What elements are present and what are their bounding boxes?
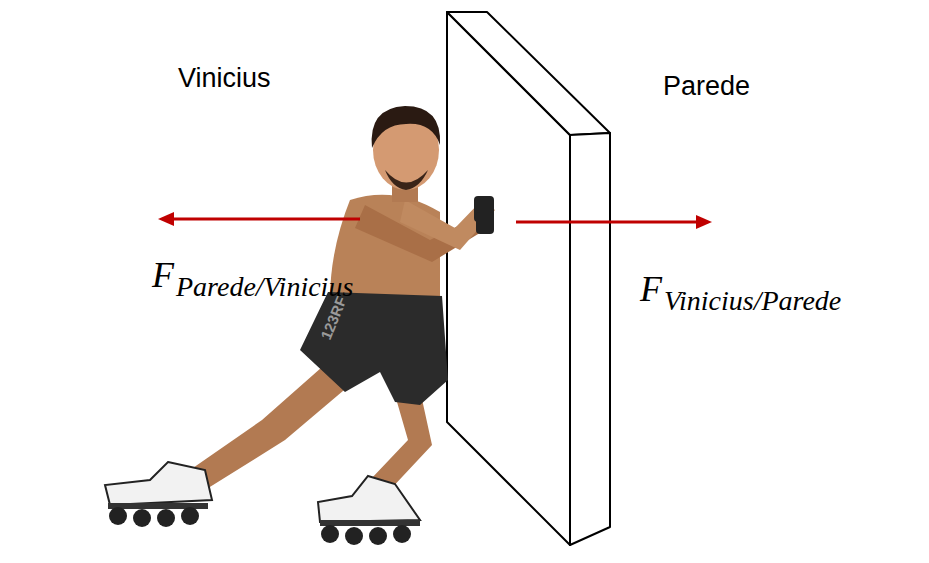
back-leg [190, 360, 350, 490]
wall-top [447, 12, 610, 135]
wheel [109, 507, 127, 525]
beard [385, 170, 428, 190]
back-skate [105, 462, 212, 527]
wheel [181, 507, 199, 525]
wall-name: Parede [663, 72, 750, 102]
arrowhead [158, 212, 174, 226]
front-leg [370, 390, 432, 492]
force-symbol: F [640, 270, 662, 310]
skate-boot [318, 476, 420, 522]
force-arrow-line [516, 221, 698, 224]
skate-frame [320, 520, 420, 526]
force-symbol: F [152, 256, 174, 296]
wheel [321, 525, 339, 543]
hair [372, 106, 440, 148]
arrowhead [696, 215, 712, 229]
wheel [133, 509, 151, 527]
front-skate [318, 476, 420, 545]
skate-boot [105, 462, 212, 505]
wheel [393, 525, 411, 543]
wall [447, 12, 610, 545]
wheel [345, 527, 363, 545]
skater-figure [105, 106, 495, 545]
force-subscript: Parede/Vinicius [176, 272, 353, 303]
force-arrows [158, 212, 712, 229]
force-subscript: Vinicius/Parede [664, 286, 841, 317]
shorts [300, 292, 448, 405]
wheel [369, 527, 387, 545]
wheel [157, 509, 175, 527]
wall-side [570, 133, 610, 545]
force-arrow-line [172, 218, 360, 221]
figure-name: Vinicius [178, 64, 271, 94]
glove [476, 212, 494, 234]
